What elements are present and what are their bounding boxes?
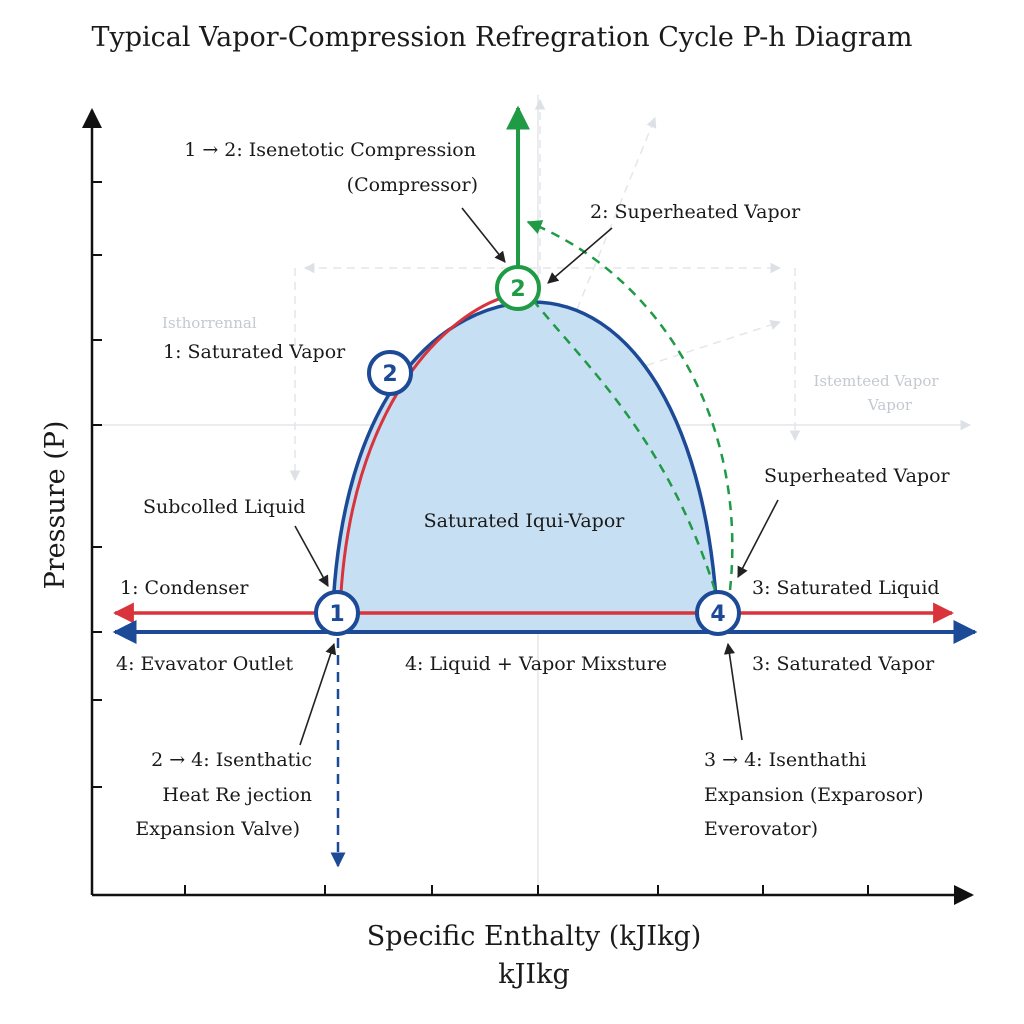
node-4-number: 4	[710, 602, 725, 627]
state-node-2-superheated[interactable]: 2	[495, 265, 541, 311]
label-subcooled-liquid: Subcolled Liquid	[143, 496, 305, 518]
label-dome-region: Saturated Iqui-Vapor	[424, 510, 626, 532]
state-node-4[interactable]: 4	[695, 590, 741, 636]
label-saturated-vapor-1: 1: Saturated Vapor	[163, 341, 346, 363]
y-ticks	[92, 181, 102, 788]
green-dashed-inner	[532, 299, 720, 601]
ghost-label-vapor-1: Istemteed Vapor	[813, 372, 939, 390]
label-mixture: 4: Liquid + Vapor Mixsture	[405, 653, 667, 675]
node-2-saturated-number: 2	[382, 362, 397, 387]
ghost-label-isothermal: Isthorrennal	[162, 314, 257, 332]
label-saturated-liquid-3: 3: Saturated Liquid	[752, 577, 940, 599]
label-evaporator-outlet: 4: Evavator Outlet	[116, 653, 293, 675]
label-superheated-right: Superheated Vapor	[764, 465, 951, 487]
state-node-2-saturated[interactable]: 2	[367, 350, 413, 396]
label-heat-rejection-3: Expansion Valve)	[135, 818, 300, 840]
node-2-superheated-number: 2	[510, 277, 525, 302]
state-node-1[interactable]: 1	[314, 590, 360, 636]
pointer-arrows	[294, 207, 779, 746]
label-heat-rejection-2: Heat Re jection	[162, 784, 312, 806]
label-compression-1: 1 → 2: Isenetotic Compression	[184, 139, 476, 161]
label-heat-rejection-1: 2 → 4: Isenthatic	[151, 749, 312, 771]
label-expansion-2: Expansion (Exparosor)	[704, 784, 924, 806]
label-superheated-top: 2: Superheated Vapor	[590, 201, 801, 223]
label-compression-2: (Compressor)	[347, 174, 478, 196]
label-expansion-3: Everovator)	[704, 818, 818, 840]
label-saturated-vapor-3: 3: Saturated Vapor	[752, 653, 935, 675]
label-expansion-1: 3 → 4: Isenthathi	[704, 749, 867, 771]
x-ticks	[184, 885, 869, 895]
x-axis-unit: kJIkg	[498, 959, 570, 990]
x-axis-label: Specific Enthalty (kJIkg)	[367, 921, 702, 952]
node-1-number: 1	[329, 602, 344, 627]
ghost-label-vapor-2: Vapor	[867, 396, 913, 414]
diagram-title: Typical Vapor-Compression Refregration C…	[91, 22, 912, 53]
y-axis-label: Pressure (P)	[40, 421, 71, 590]
axes	[82, 108, 974, 905]
label-condenser: 1: Condenser	[120, 577, 249, 599]
green-dashed-outer	[526, 220, 734, 591]
